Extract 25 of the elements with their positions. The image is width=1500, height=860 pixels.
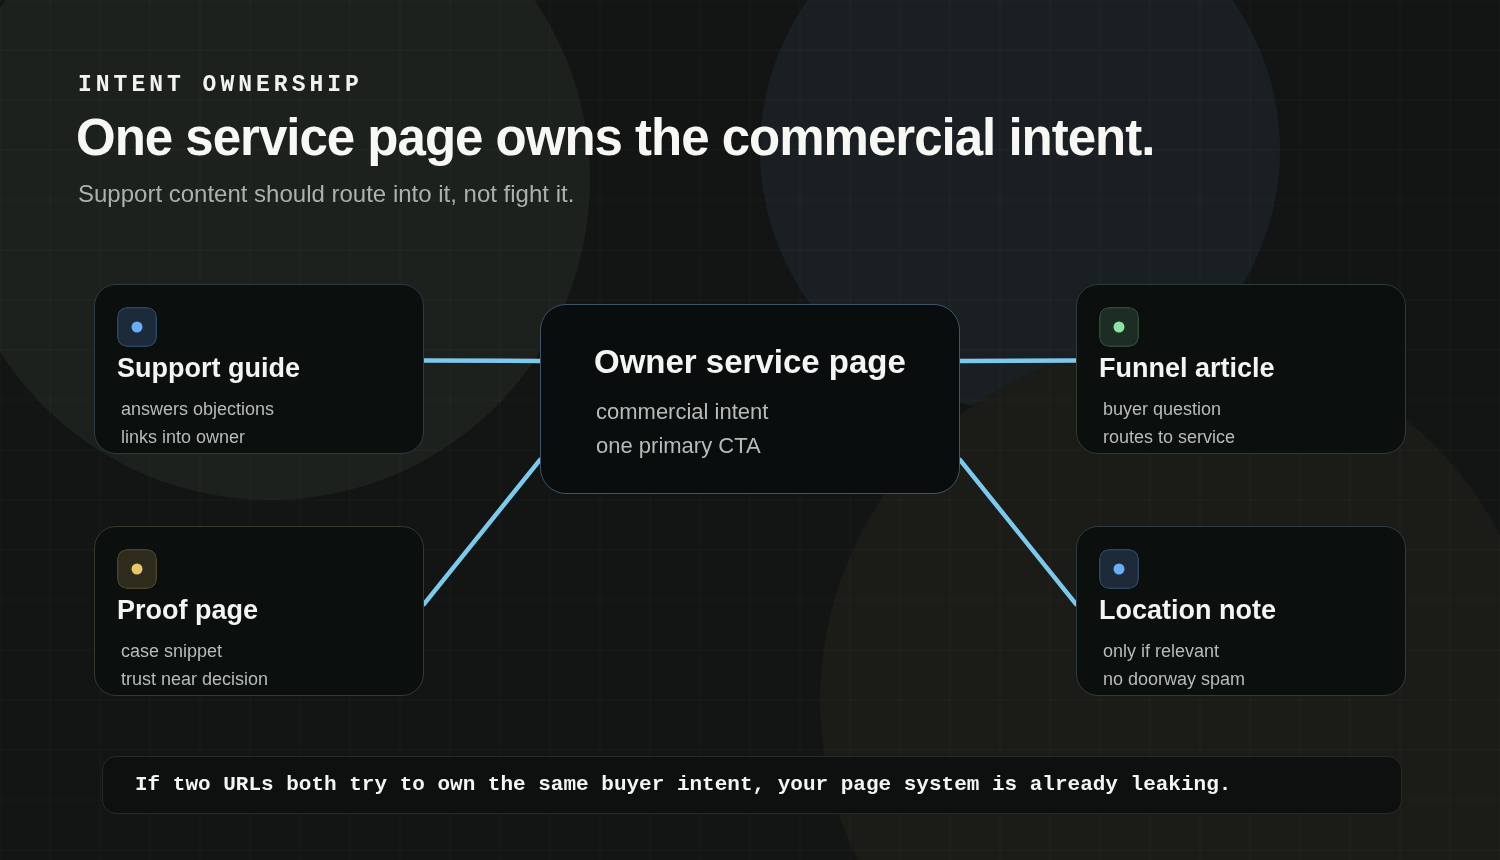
content-card: [94, 526, 424, 696]
note-text: If two URLs both try to own the same buyer intent, your page system is already leaking.: [135, 773, 1232, 796]
card-text: buyer question: [1103, 399, 1222, 420]
content-card: [94, 284, 424, 454]
note-banner: [102, 756, 1402, 814]
card-title: Funnel article: [1099, 353, 1275, 384]
card-title: Proof page: [117, 595, 258, 626]
card-title: Owner service page: [594, 343, 906, 381]
card-text: no doorway spam: [1103, 669, 1246, 690]
card-text: routes to service: [1103, 427, 1236, 448]
title: One service page owns the commercial intent.: [76, 108, 1155, 167]
card-text: commercial intent: [596, 399, 769, 425]
card-text: one primary CTA: [596, 433, 761, 459]
card-text: trust near decision: [121, 669, 269, 690]
card-title: Support guide: [117, 353, 300, 384]
card-text: case snippet: [121, 641, 223, 662]
subtitle: Support content should route into it, not fight it.: [78, 180, 575, 208]
card-text: only if relevant: [1103, 641, 1220, 662]
content-card: [1076, 526, 1406, 696]
card-text: links into owner: [121, 427, 246, 448]
eyebrow-label: INTENT OWNERSHIP: [78, 72, 363, 98]
card-title: Location note: [1099, 595, 1276, 626]
card-text: answers objections: [121, 399, 275, 420]
content-card: [1076, 284, 1406, 454]
owner-card: [540, 304, 960, 494]
